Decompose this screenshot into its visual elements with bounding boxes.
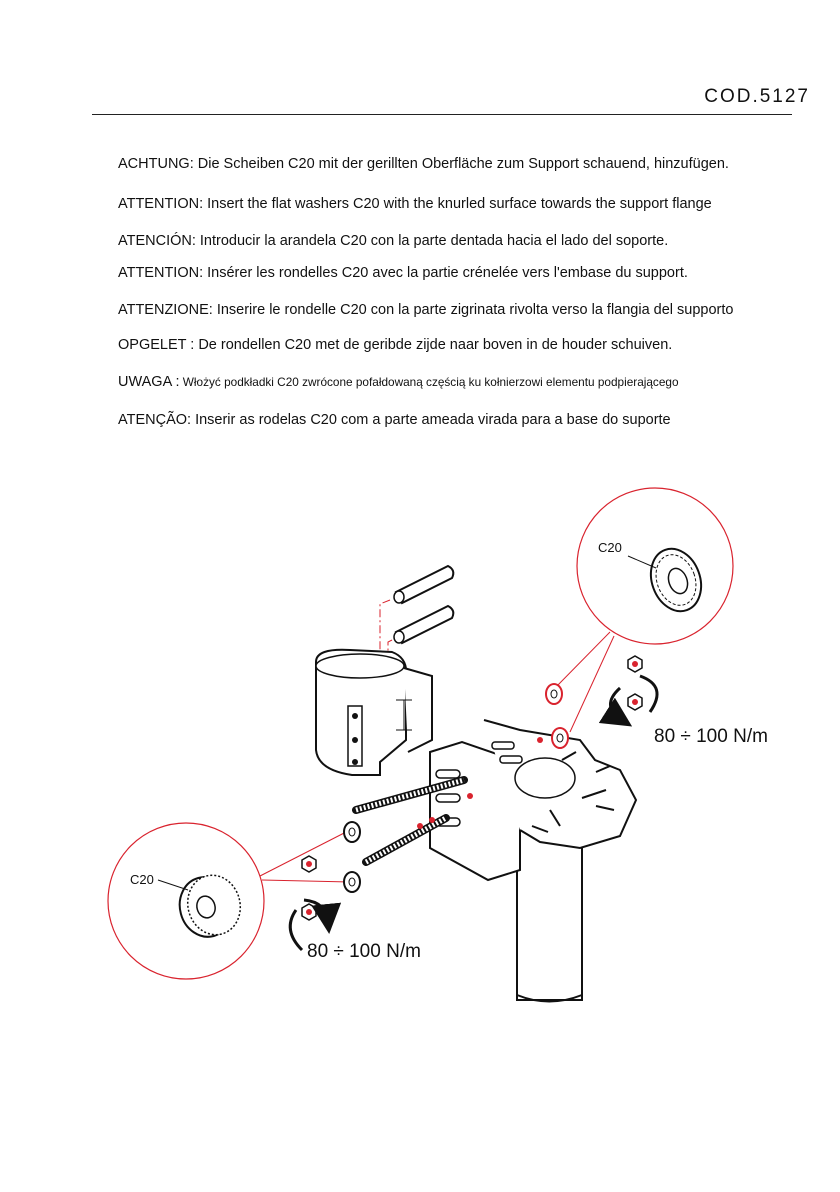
- warning-text: Die Scheiben C20 mit der gerillten Oberf…: [193, 156, 729, 172]
- warning-fr: ATTENTION: Insérer les rondelles C20 ave…: [118, 265, 688, 281]
- torque-arrow-top-icon: [598, 674, 659, 727]
- warning-lead: ATTENTION:: [118, 265, 204, 281]
- pins: [379, 564, 455, 730]
- torque-arrow-bottom-icon: [288, 898, 342, 952]
- document-code: COD.5127: [704, 86, 810, 107]
- warning-text: Inserire le rondelle C20 con la parte zi…: [212, 302, 734, 318]
- pipe-clamp: [315, 648, 433, 776]
- flat-washer-icon: [178, 874, 242, 938]
- warning-text: Włożyć podkładki C20 zwrócone pofałdowan…: [179, 375, 679, 389]
- knurled-washer-icon: [649, 547, 703, 613]
- warning-text: Insérer les rondelles C20 avec la partie…: [203, 265, 688, 281]
- warning-lead: ATTENZIONE:: [118, 302, 213, 318]
- warning-en: ATTENTION: Insert the flat washers C20 w…: [118, 196, 712, 212]
- warning-pl: UWAGA : Włożyć podkładki C20 zwrócone po…: [118, 374, 679, 390]
- washer-label: C20: [130, 872, 154, 887]
- warning-it: ATTENZIONE: Inserire le rondelle C20 con…: [118, 302, 733, 318]
- warning-lead: ATENCIÓN:: [118, 233, 196, 249]
- warning-lead: OPGELET :: [118, 337, 195, 353]
- washer-detail-left: C20: [107, 822, 351, 980]
- washer-label: C20: [598, 540, 622, 555]
- warning-lead: UWAGA :: [118, 374, 180, 390]
- support-bracket: [429, 719, 638, 882]
- warning-lead: ATENÇÃO:: [118, 412, 192, 428]
- warning-text: Introducir la arandela C20 con la parte …: [195, 233, 669, 249]
- threaded-rods: [352, 776, 468, 866]
- warning-nl: OPGELET : De rondellen C20 met de geribd…: [118, 337, 672, 353]
- warning-lead: ACHTUNG:: [118, 156, 194, 172]
- torque-label-top: 80 ÷ 100 N/m: [654, 726, 768, 747]
- warning-text: Inserir as rodelas C20 com a parte amead…: [191, 412, 671, 428]
- warning-lead: ATTENTION:: [118, 196, 204, 212]
- warning-pt: ATENÇÃO: Inserir as rodelas C20 com a pa…: [118, 412, 671, 428]
- warning-text: Insert the flat washers C20 with the knu…: [203, 196, 712, 212]
- warning-de: ACHTUNG: Die Scheiben C20 mit der gerill…: [118, 156, 729, 172]
- header-rule: [92, 114, 792, 115]
- warning-text: De rondellen C20 met de geribde zijde na…: [194, 337, 673, 353]
- torque-label-bottom: 80 ÷ 100 N/m: [307, 941, 421, 962]
- washer-detail-top: C20: [554, 487, 734, 733]
- warning-es: ATENCIÓN: Introducir la arandela C20 con…: [118, 233, 668, 249]
